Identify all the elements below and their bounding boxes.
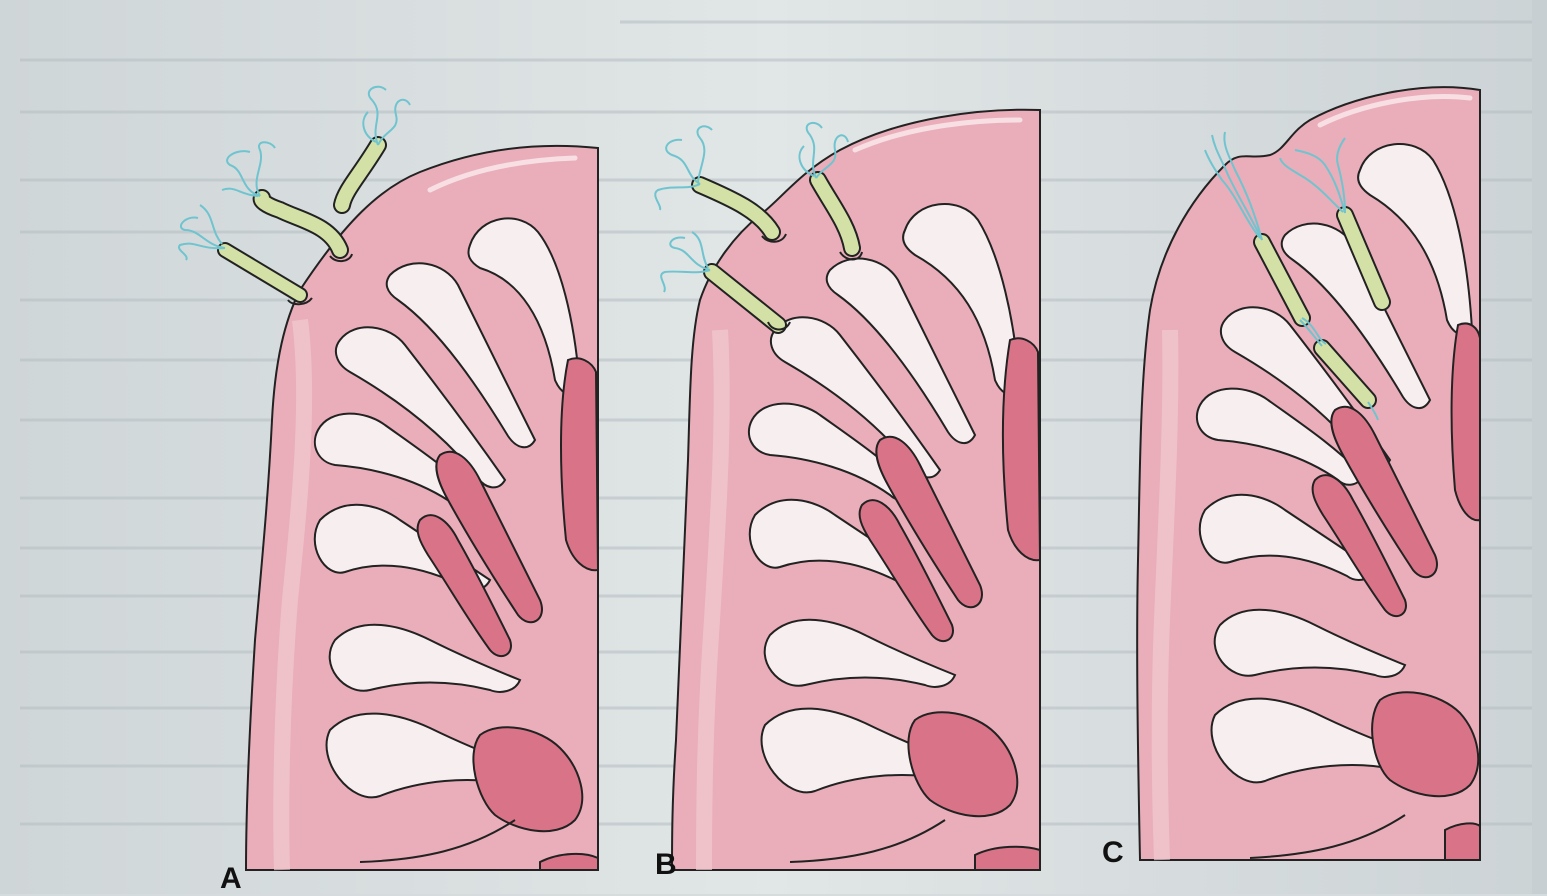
panel-label-c: C	[1102, 836, 1124, 870]
page-edge	[1532, 0, 1547, 894]
panel-label-a: A	[220, 862, 242, 896]
panel-label-b: B	[655, 848, 677, 882]
